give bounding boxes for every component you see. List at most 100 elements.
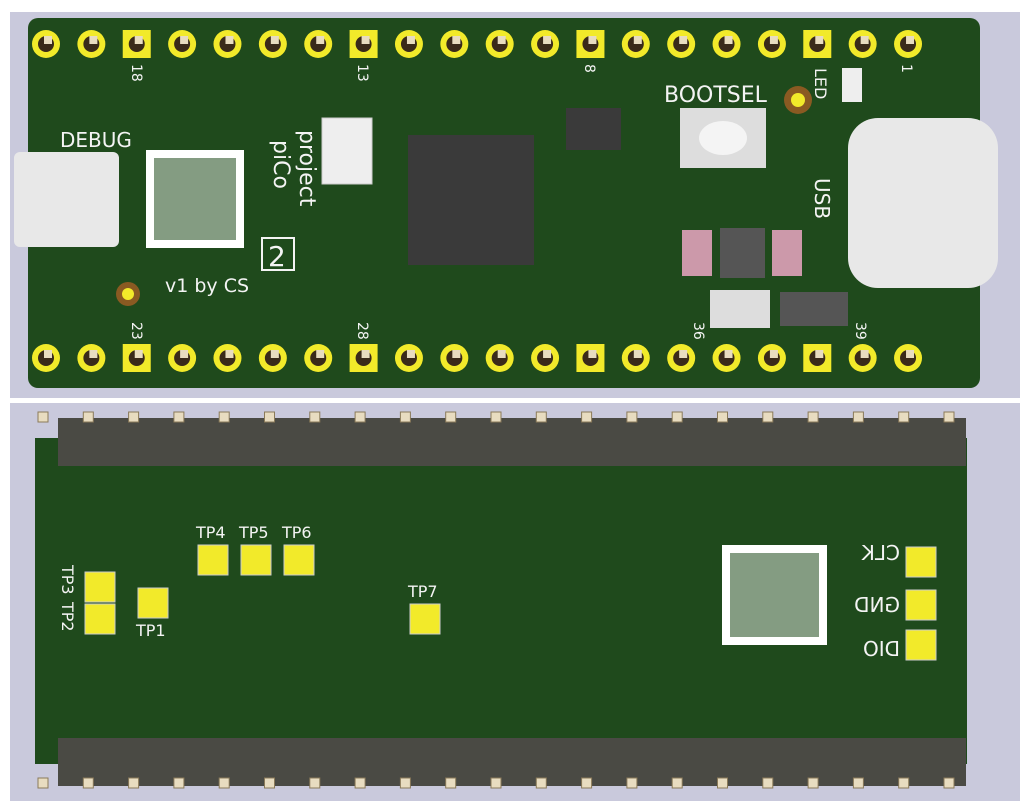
header-pin [762, 411, 774, 423]
tp5-label: TP5 [238, 523, 269, 542]
pin-tip [906, 36, 915, 44]
pin-tip [225, 36, 234, 44]
pin-tip [44, 350, 52, 358]
header-pin [82, 777, 94, 789]
pin-label-28: 28 [354, 322, 370, 340]
debug-label: DEBUG [60, 128, 132, 152]
pin-tip [361, 350, 370, 358]
pin-tip [860, 36, 869, 44]
test-pad [283, 544, 315, 576]
bottom-board [35, 438, 967, 764]
header-pin [264, 777, 275, 789]
pin-label-36: 36 [690, 322, 706, 340]
test-pad [905, 546, 937, 578]
header-pin [354, 777, 366, 789]
header-pin [717, 411, 728, 423]
dio-label: DIO [863, 637, 900, 661]
test-pad [84, 603, 116, 635]
pin-tip [906, 350, 915, 358]
gnd-label: GND [854, 593, 900, 617]
pin-tip [769, 36, 778, 44]
debug-connector [14, 152, 119, 247]
pin-tip [89, 36, 98, 44]
header-pin [82, 411, 94, 423]
pin-tip [815, 36, 824, 44]
header-pin [218, 777, 230, 789]
pin-tip [497, 36, 506, 44]
header-pin [354, 411, 366, 423]
header-pin [309, 777, 321, 789]
pin-tip [679, 36, 688, 44]
project-label: project [294, 130, 319, 207]
pin-tip [497, 350, 506, 358]
pin-tip [270, 36, 279, 44]
pin-tip [134, 350, 143, 358]
pin-tip [225, 350, 234, 358]
pin-tip [406, 36, 415, 44]
regulator [720, 228, 765, 278]
version-badge: 2 [268, 240, 286, 273]
tp3-label: TP3 [58, 564, 77, 595]
test-pad [240, 544, 272, 576]
header-pin [399, 411, 411, 423]
header-pin [490, 411, 502, 423]
header-pin [898, 411, 910, 423]
pin-label-23: 23 [128, 322, 144, 340]
tp6-label: TP6 [281, 523, 312, 542]
header-pin [581, 411, 593, 423]
header-pin [852, 411, 864, 423]
header-pin [852, 777, 864, 789]
header-pin [626, 411, 638, 423]
pin-tip [180, 36, 189, 44]
usb-label: USB [810, 178, 834, 219]
led [842, 68, 862, 102]
pin-tip [724, 36, 733, 44]
header-pin [173, 411, 185, 423]
pin-tip [633, 350, 642, 358]
pin-tip [679, 350, 688, 358]
pin-tip [588, 350, 597, 358]
tp2-label: TP2 [58, 601, 77, 632]
pin-label-1: 1 [898, 64, 914, 73]
header-pin [807, 411, 819, 423]
header-pin [218, 411, 230, 423]
test-pad [905, 589, 937, 621]
tp1-label: TP1 [135, 621, 166, 640]
header-pin [626, 777, 638, 789]
pin-tip [633, 36, 642, 44]
test-pad [197, 544, 229, 576]
pin-label-39: 39 [852, 322, 868, 340]
pin-label-18: 18 [128, 64, 144, 82]
pin-tip [543, 350, 552, 358]
header-pin [309, 411, 321, 423]
pin-tip [134, 36, 143, 44]
pin-tip [588, 36, 597, 44]
pin-tip [724, 350, 733, 358]
header-pin [671, 411, 683, 423]
header-pin [490, 777, 502, 789]
tp4-label: TP4 [195, 523, 226, 542]
pin-label-13: 13 [354, 64, 370, 82]
header-pin [128, 777, 140, 789]
crystal [321, 117, 373, 185]
pin-tip [180, 350, 189, 358]
credit-label: v1 by CS [165, 275, 249, 297]
pin-tip [860, 350, 869, 358]
header-pin [762, 777, 774, 789]
header-pin [943, 777, 955, 789]
test-pad [905, 629, 937, 661]
header-pin [535, 777, 547, 789]
rp2040-chip [408, 135, 534, 265]
header-pin [37, 777, 49, 789]
pin-tip [316, 350, 325, 358]
flash-chip [566, 108, 621, 150]
pin-tip [316, 36, 325, 44]
clk-label: CLK [861, 541, 900, 565]
test-pad [409, 603, 441, 635]
pin-tip [452, 350, 461, 358]
pin-tip [769, 350, 778, 358]
test-pad [137, 587, 169, 619]
pin-tip [89, 350, 98, 358]
pin-tip [452, 36, 461, 44]
